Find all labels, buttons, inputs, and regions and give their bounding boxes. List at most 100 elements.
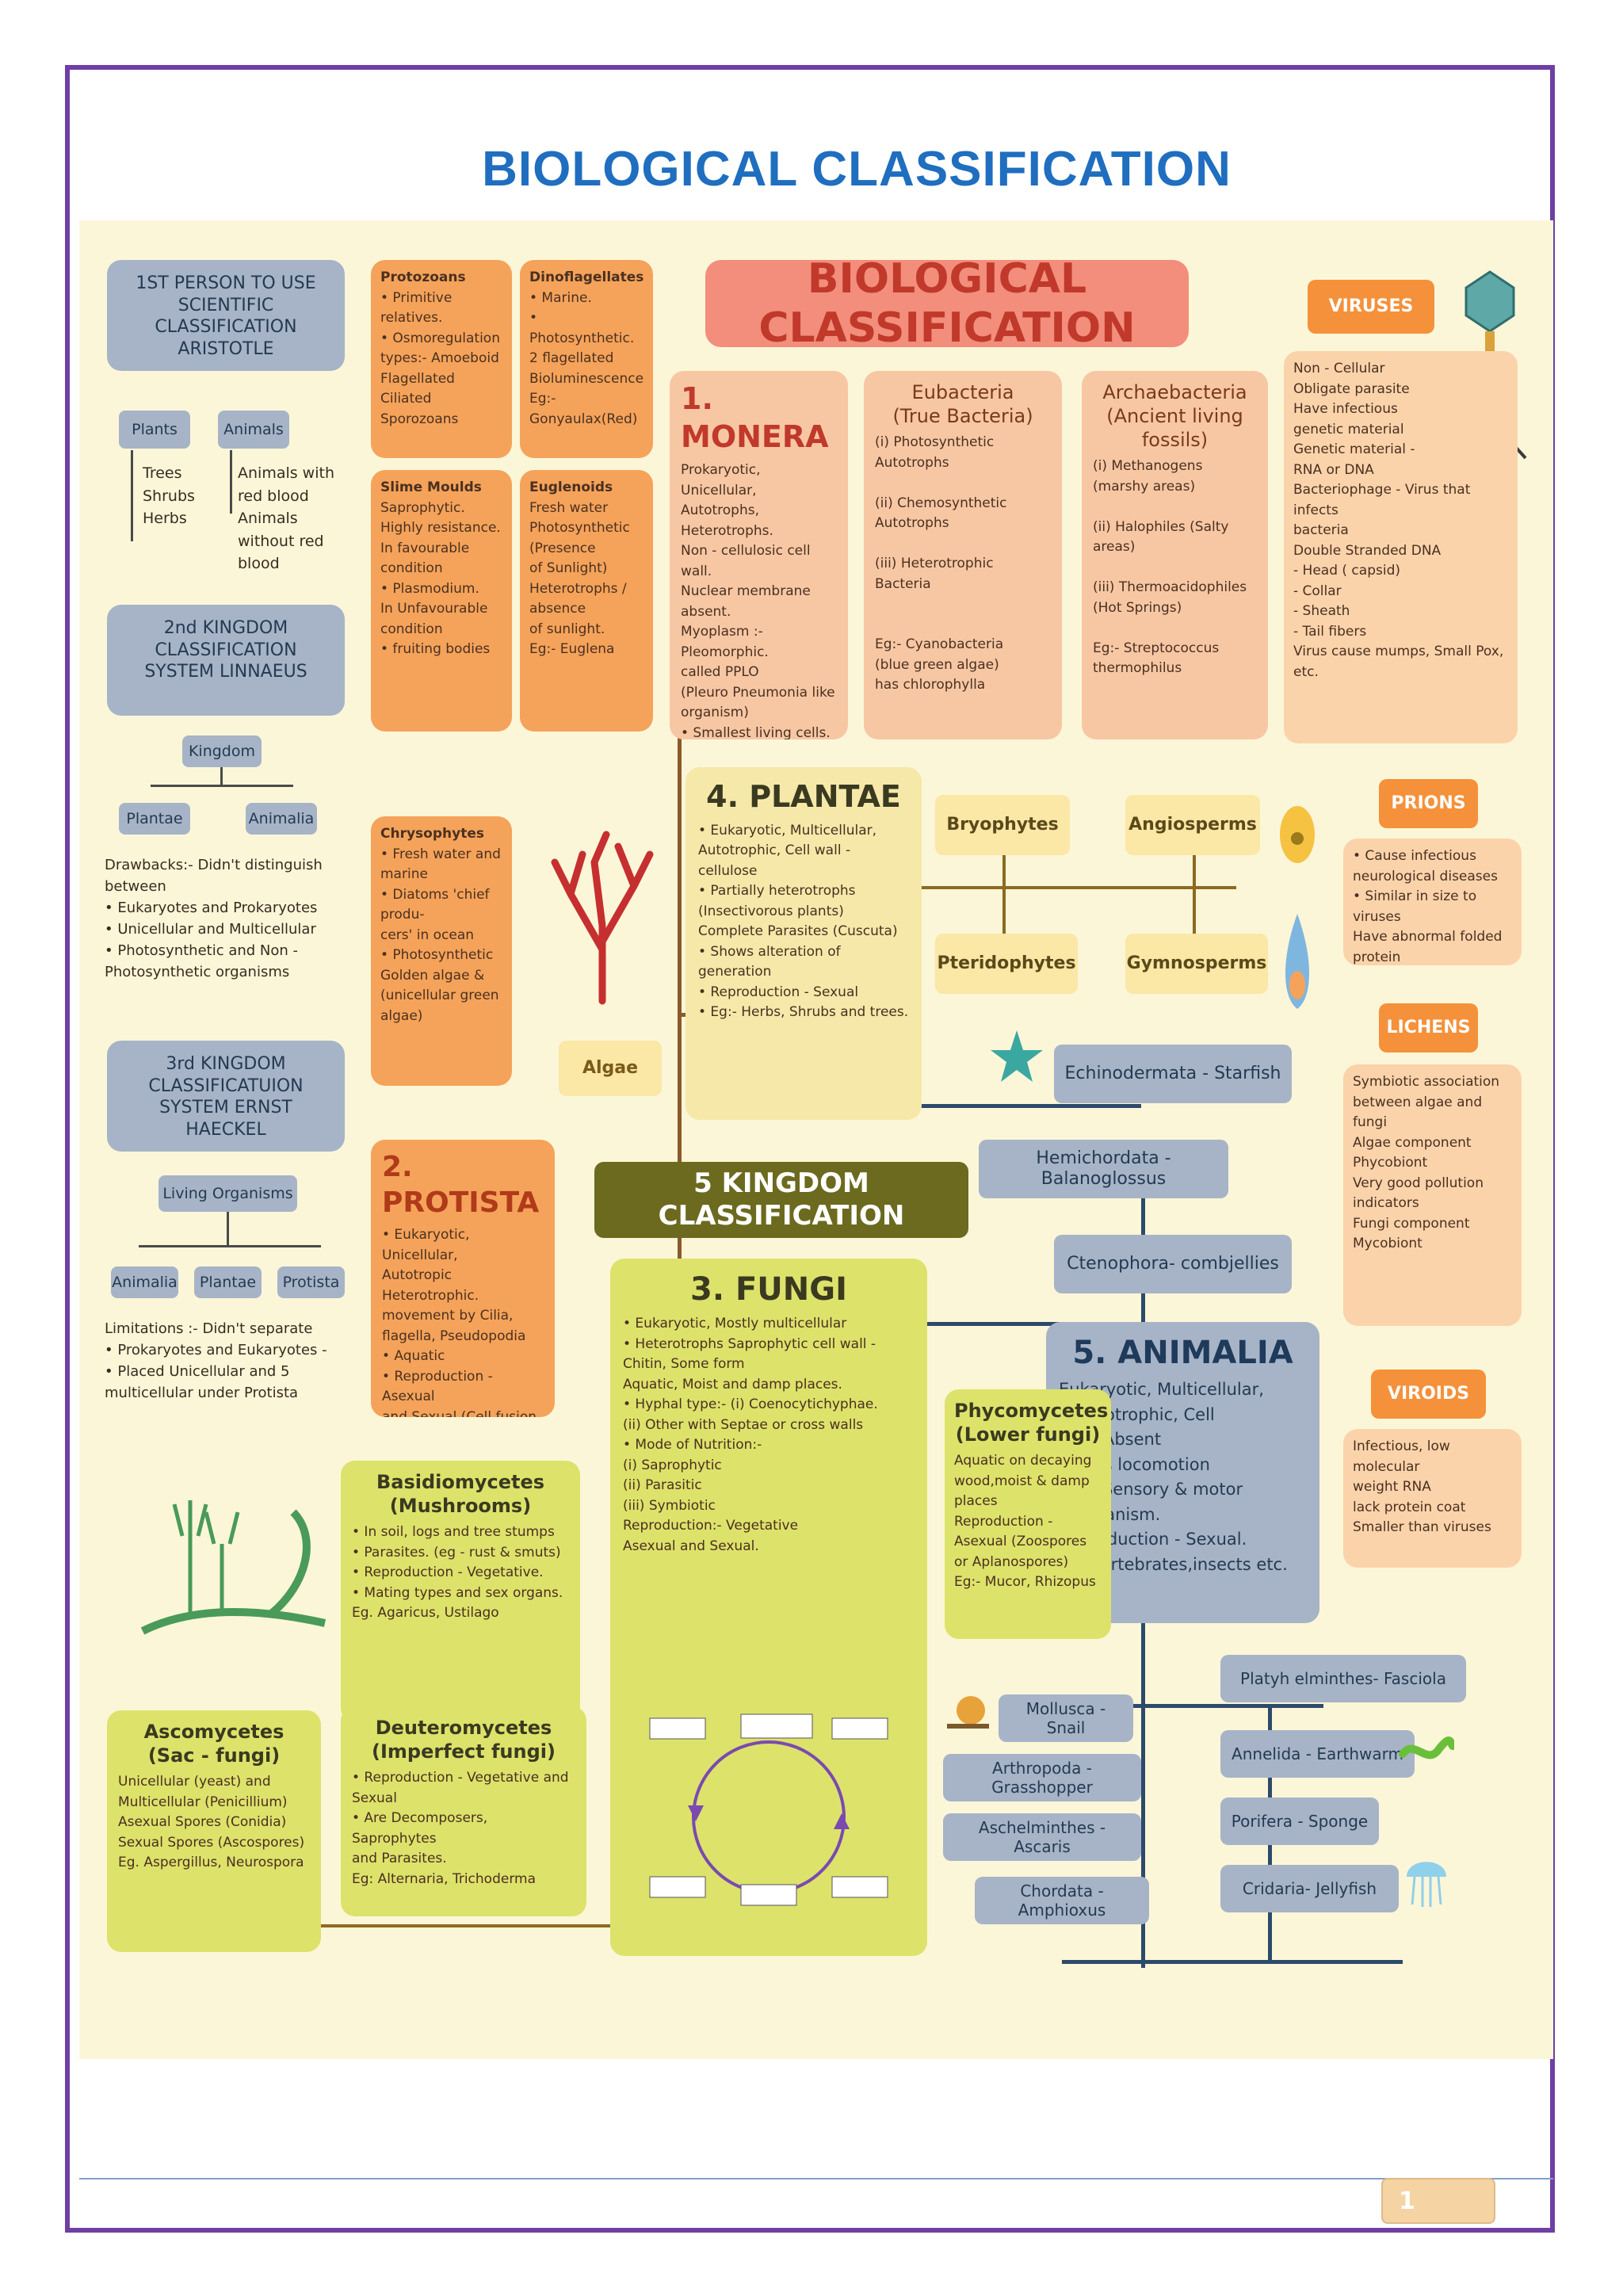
euglenoids-card: Euglenoids Fresh water Photosynthetic (P… <box>520 470 653 732</box>
connector-line <box>1062 1960 1403 1964</box>
plant-item: Herbs <box>143 510 187 527</box>
seed-icon <box>1277 791 1317 866</box>
page-number: 1 <box>1383 2179 1494 2222</box>
ctenophora-label: Ctenophora- combjellies <box>1054 1235 1292 1293</box>
algae-label: Algae <box>559 1041 662 1096</box>
plantae-body: • Eukaryotic, Multicellular, Autotrophic… <box>698 821 909 1023</box>
prions-body: • Cause infectious neurological diseases… <box>1353 846 1512 965</box>
ascomycetes-card: Ascomycetes (Sac - fungi) Unicellular (y… <box>107 1710 321 1952</box>
protista-tag: Protista <box>277 1266 345 1298</box>
bryophytes-label: Bryophytes <box>935 795 1070 855</box>
arthropoda-label: Arthropoda - Grasshopper <box>943 1754 1141 1801</box>
haeckel-title: 3rd KINGDOM CLASSIFICATUION SYSTEM ERNST… <box>121 1053 330 1140</box>
connector-line <box>139 1245 321 1247</box>
animal-items: Animals with red blood Animals without r… <box>238 462 349 575</box>
slime-moulds-title: Slime Moulds <box>380 478 502 499</box>
lichens-label: LICHENS <box>1379 1003 1478 1052</box>
red-algae-icon <box>547 831 658 1005</box>
lichens-card: Symbiotic association between algae and … <box>1343 1064 1522 1326</box>
mollusca-label: Mollusca - Snail <box>999 1694 1133 1742</box>
plantae-tag: Plantae <box>194 1266 262 1298</box>
viroids-body: Infectious, low molecular weight RNA lac… <box>1353 1437 1512 1538</box>
linnaeus-card: 2nd KINGDOM CLASSIFICATION SYSTEM LINNAE… <box>107 605 345 716</box>
jellyfish-icon <box>1403 1853 1450 1908</box>
viroids-card: Infectious, low molecular weight RNA lac… <box>1343 1429 1522 1568</box>
fungi-title: 3. FUNGI <box>623 1270 915 1309</box>
echinodermata-label: Echinodermata - Starfish <box>1054 1045 1292 1103</box>
connector-line <box>131 450 133 541</box>
dinoflagellates-body: • Marine. • Photosynthetic. 2 flagellate… <box>529 288 643 430</box>
earthworm-icon <box>1399 1730 1454 1770</box>
aristotle-title: 1ST PERSON TO USE SCIENTIFIC CLASSIFICAT… <box>121 273 330 360</box>
phycomycetes-card: Phycomycetes (Lower fungi) Aquatic on de… <box>945 1389 1111 1639</box>
prions-card: • Cause infectious neurological diseases… <box>1343 839 1522 965</box>
protozoans-body: • Primitive relatives. • Osmoregulation … <box>380 288 502 430</box>
linnaeus-title: 2nd KINGDOM CLASSIFICATION SYSTEM LINNAE… <box>121 617 330 683</box>
connector-line <box>230 450 232 514</box>
plants-tag: Plants <box>119 411 190 449</box>
gymnosperms-label: Gymnosperms <box>1125 934 1268 994</box>
banner-title: BIOLOGICAL CLASSIFICATION <box>705 260 1189 347</box>
hemichordata-label: Hemichordata - Balanoglossus <box>979 1140 1228 1198</box>
euglenoids-body: Fresh water Photosynthetic (Presence of … <box>529 499 643 660</box>
archaebacteria-card: Archaebacteria (Ancient living fossils) … <box>1082 371 1268 739</box>
starfish-icon <box>989 1029 1044 1084</box>
plant-items: Trees Shrubs Herbs <box>143 462 195 530</box>
deuteromycetes-card: Deuteromycetes (Imperfect fungi) • Repro… <box>341 1706 586 1916</box>
plant-item: Shrubs <box>143 487 195 505</box>
connector-line <box>919 886 1236 889</box>
document-title: BIOLOGICAL CLASSIFICATION <box>0 141 1623 197</box>
plantae-title: 4. PLANTAE <box>698 778 909 816</box>
phycomycetes-body: Aquatic on decaying wood,moist & damp pl… <box>954 1451 1102 1593</box>
archaebacteria-body: (i) Methanogens (marshy areas) (ii) Halo… <box>1093 457 1257 679</box>
pteridophytes-label: Pteridophytes <box>935 934 1078 994</box>
plantae-card: 4. PLANTAE • Eukaryotic, Multicellular, … <box>685 767 922 1120</box>
viruses-body: Non - Cellular Obligate parasite Have in… <box>1293 359 1508 682</box>
plantae-tag: Plantae <box>119 803 190 835</box>
protozoans-title: Protozoans <box>380 268 502 288</box>
chrysophytes-title: Chrysophytes <box>380 824 502 845</box>
fungi-body: • Eukaryotic, Mostly multicellular • Het… <box>623 1314 915 1557</box>
linnaeus-drawbacks: Drawbacks:- Didn't distinguish between •… <box>105 854 366 983</box>
connector-line <box>1102 1704 1323 1708</box>
animalia-title: 5. ANIMALIA <box>1059 1333 1307 1373</box>
archaebacteria-title: Archaebacteria (Ancient living fossils) <box>1093 380 1257 452</box>
animal-item: Animals with red blood <box>238 464 334 505</box>
five-kingdom-label: 5 KINGDOM CLASSIFICATION <box>594 1162 968 1238</box>
deuteromycetes-title: Deuteromycetes (Imperfect fungi) <box>352 1716 575 1763</box>
eubacteria-title: Eubacteria (True Bacteria) <box>875 380 1051 428</box>
viruses-label: VIRUSES <box>1308 280 1434 334</box>
ascomycetes-body: Unicellular (yeast) and Multicellular (P… <box>118 1772 310 1874</box>
basidiomycetes-body: • In soil, logs and tree stumps • Parasi… <box>352 1522 569 1624</box>
eubacteria-card: Eubacteria (True Bacteria) (i) Photosynt… <box>864 371 1062 739</box>
animalia-tag: Animalia <box>246 803 317 835</box>
haeckel-card: 3rd KINGDOM CLASSIFICATUION SYSTEM ERNST… <box>107 1041 345 1152</box>
poster: 1ST PERSON TO USE SCIENTIFIC CLASSIFICAT… <box>79 220 1553 2059</box>
protista-card: 2. PROTISTA • Eukaryotic, Unicellular, A… <box>371 1140 555 1417</box>
plant-item: Trees <box>143 464 182 482</box>
snail-icon <box>943 1690 991 1730</box>
chrysophytes-card: Chrysophytes • Fresh water and marine • … <box>371 816 512 1086</box>
lichens-body: Symbiotic association between algae and … <box>1353 1072 1512 1255</box>
basidiomycetes-title: Basidiomycetes (Mushrooms) <box>352 1470 569 1518</box>
deuteromycetes-body: • Reproduction - Vegetative and Sexual •… <box>352 1768 575 1889</box>
protista-title: 2. PROTISTA <box>382 1149 544 1221</box>
animal-item: Animals without red blood <box>238 510 324 572</box>
eubacteria-body: (i) Photosynthetic Autotrophs (ii) Chemo… <box>875 433 1051 696</box>
haeckel-limitations: Limitations :- Didn't separate • Prokary… <box>105 1318 366 1404</box>
angiosperms-label: Angiosperms <box>1125 795 1260 855</box>
monera-body: Prokaryotic, Unicellular, Autotrophs, He… <box>681 460 837 739</box>
animals-tag: Animals <box>218 411 289 449</box>
viruses-card: Non - Cellular Obligate parasite Have in… <box>1284 351 1518 743</box>
dinoflagellates-title: Dinoflagellates <box>529 268 643 288</box>
living-organisms-tag: Living Organisms <box>158 1175 297 1212</box>
cnidaria-label: Cridaria- Jellyfish <box>1220 1865 1399 1912</box>
annelida-label: Annelida - Earthwarm <box>1220 1730 1415 1778</box>
ovule-icon <box>1277 910 1317 1013</box>
connector-line <box>151 785 293 787</box>
porifera-label: Porifera - Sponge <box>1220 1797 1379 1845</box>
monera-title: 1. MONERA <box>681 380 837 456</box>
chrysophytes-body: • Fresh water and marine • Diatoms 'chie… <box>380 845 502 1027</box>
prions-label: PRIONS <box>1379 779 1478 828</box>
dinoflagellates-card: Dinoflagellates • Marine. • Photosynthet… <box>520 260 653 458</box>
